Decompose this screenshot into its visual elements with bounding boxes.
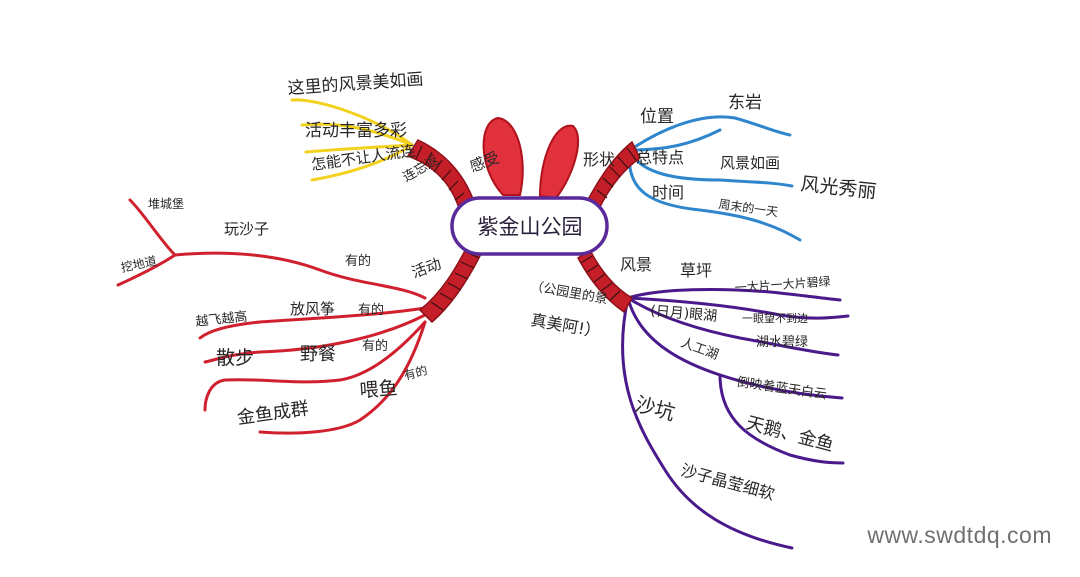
svg-text:金鱼成群: 金鱼成群: [236, 398, 310, 429]
svg-text:玩沙子: 玩沙子: [224, 220, 269, 238]
scenery-label: 风景: [620, 255, 652, 274]
svg-text:这里的风景美如画: 这里的风景美如画: [287, 70, 424, 99]
svg-text:活动丰富多彩: 活动丰富多彩: [305, 121, 407, 141]
scenery-branch: [621, 288, 850, 550]
svg-text:倒映着蓝天白云: 倒映着蓝天白云: [735, 374, 827, 403]
scenery-items: 草坪 一大片一大片碧绿 (日月)眼湖 一眼望不到边 人工湖 湖水碧绿 倒映着蓝天…: [529, 261, 836, 504]
svg-text:时间: 时间: [652, 183, 684, 202]
center-node: 紫金山公园: [450, 196, 609, 256]
activity-label: 活动: [409, 255, 443, 282]
svg-text:人工湖: 人工湖: [679, 336, 721, 363]
rabbit-ears: [482, 116, 580, 200]
shape-items: 位置 东岩 总特点 风景如画 风光秀丽 时间 周末的一天: [636, 93, 877, 219]
feeling-trunk: [406, 139, 479, 219]
svg-text:野餐: 野餐: [300, 344, 336, 365]
scenery-trunk: [577, 248, 634, 314]
svg-text:风景如画: 风景如画: [720, 154, 780, 172]
svg-text:风光秀丽: 风光秀丽: [799, 173, 877, 203]
svg-text:喂鱼: 喂鱼: [359, 377, 398, 402]
svg-text:一大片一大片碧绿: 一大片一大片碧绿: [734, 273, 831, 295]
svg-text:位置: 位置: [640, 107, 674, 127]
svg-text:越飞越高: 越飞越高: [195, 309, 248, 330]
svg-text:周末的一天: 周末的一天: [718, 196, 780, 219]
activity-items: 有的 玩沙子 堆城堡 挖地道 有的 放风筝 越飞越高 散步 野餐 有的 喂鱼 有…: [120, 196, 429, 429]
svg-text:总特点: 总特点: [636, 148, 684, 167]
activity-trunk: [418, 243, 484, 324]
svg-text:天鹅、金鱼: 天鹅、金鱼: [744, 413, 836, 457]
svg-text:散步: 散步: [216, 347, 254, 369]
svg-text:(日月)眼湖: (日月)眼湖: [650, 303, 718, 325]
svg-text:草坪: 草坪: [680, 261, 712, 280]
svg-text:真美阿!）: 真美阿!）: [529, 310, 602, 341]
center-title: 紫金山公园: [478, 215, 583, 239]
svg-text:沙坑: 沙坑: [633, 392, 678, 426]
svg-text:有的: 有的: [358, 302, 384, 318]
shape-label: 形状: [583, 150, 615, 169]
svg-text:有的: 有的: [345, 253, 371, 269]
shape-trunk: [578, 140, 641, 221]
svg-text:有的: 有的: [402, 362, 429, 383]
feeling-branch: [290, 98, 414, 182]
watermark: www.swdtdq.com: [867, 522, 1052, 548]
svg-text:一眼望不到边: 一眼望不到边: [742, 312, 808, 325]
svg-text:放风筝: 放风筝: [290, 300, 335, 318]
svg-text:湖水碧绿: 湖水碧绿: [756, 335, 808, 350]
shape-branch: [627, 115, 802, 242]
activity-branch: [116, 198, 427, 435]
svg-text:沙子晶莹细软: 沙子晶莹细软: [679, 461, 777, 504]
svg-text:堆城堡: 堆城堡: [148, 196, 184, 211]
svg-text:怎能不让人流连: 怎能不让人流连: [310, 142, 416, 174]
svg-text:东岩: 东岩: [728, 93, 762, 113]
svg-text:挖地道: 挖地道: [120, 253, 158, 275]
svg-text:有的: 有的: [362, 338, 388, 354]
